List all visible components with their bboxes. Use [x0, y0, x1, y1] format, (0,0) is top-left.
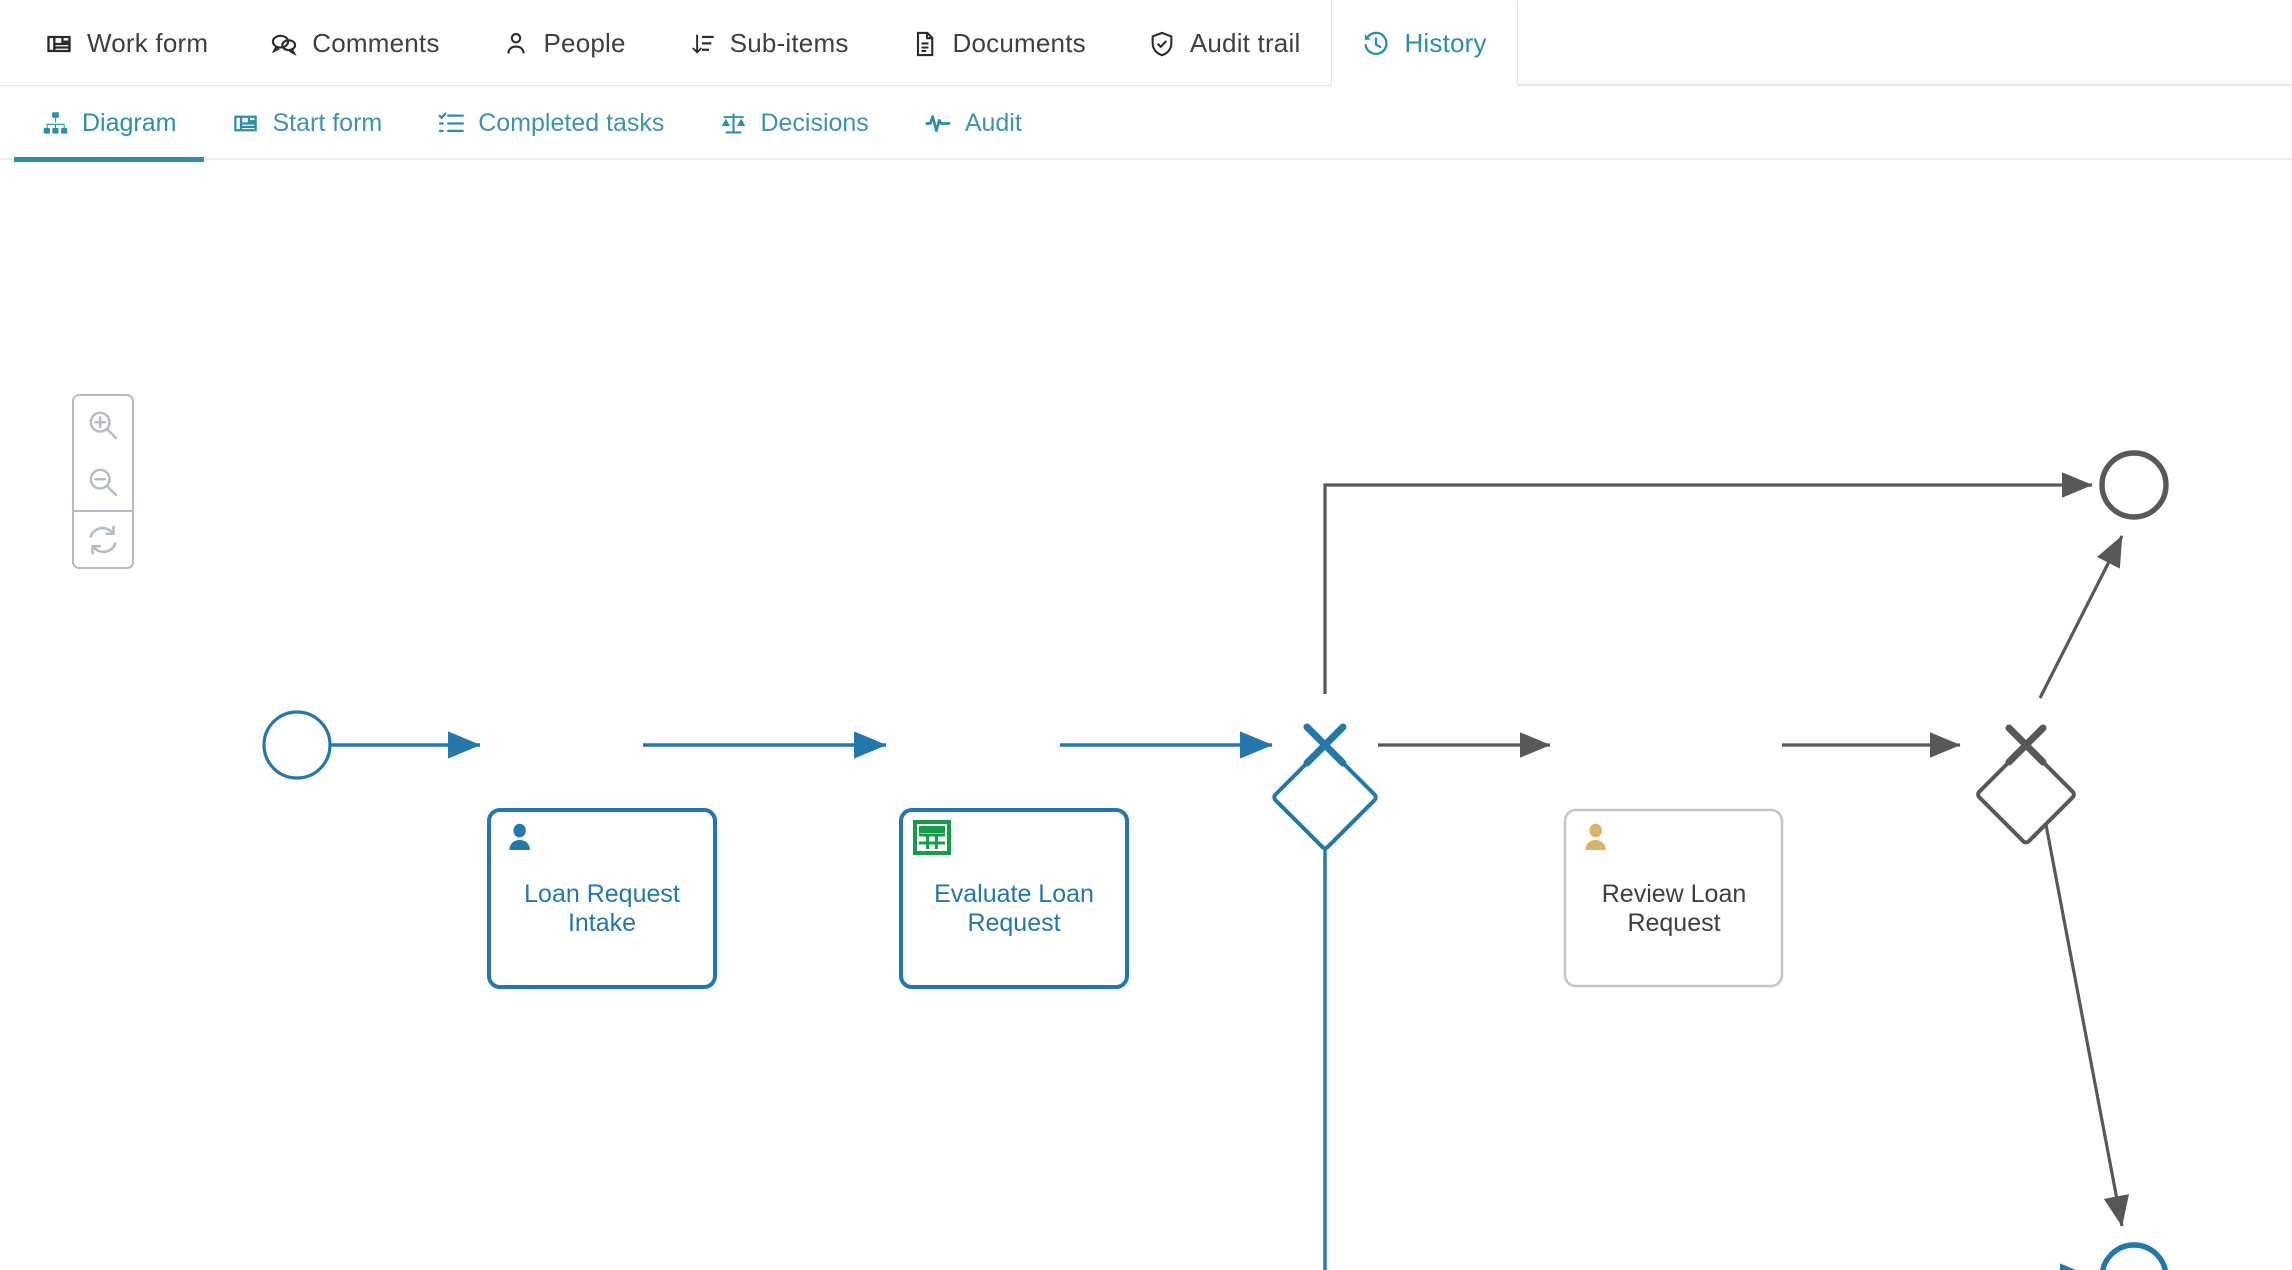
reset-view-button[interactable] [74, 510, 132, 567]
shield-check-icon [1148, 30, 1176, 58]
node-evaluate-loan-request[interactable]: Evaluate Loan Request [899, 808, 1129, 989]
node-label-line2: Request [967, 909, 1060, 937]
node-gateway-1[interactable] [1272, 723, 1378, 850]
subtab-diagram[interactable]: Diagram [14, 86, 205, 162]
node-label-line1: Loan Request [524, 880, 680, 908]
flow-gateway2-to-end-top[interactable] [2038, 535, 2124, 699]
node-end-event-top[interactable] [2099, 450, 2169, 520]
tab-people[interactable]: People [471, 0, 657, 86]
tab-label: Audit trail [1189, 28, 1301, 58]
node-label-line2: Request [1627, 909, 1720, 937]
flow-gateway1-to-end-bottom[interactable] [1323, 797, 2093, 1270]
subtab-label: Diagram [82, 108, 177, 137]
node-label-line1: Evaluate Loan [934, 880, 1094, 908]
subtab-decisions[interactable]: Decisions [692, 86, 896, 160]
zoom-controls [72, 394, 134, 569]
node-review-loan-request[interactable]: Review Loan Request [1563, 808, 1784, 988]
tab-work-form[interactable]: Work form [14, 0, 239, 86]
node-start-event[interactable] [262, 710, 332, 780]
history-clock-icon [1362, 30, 1390, 58]
tab-documents[interactable]: Documents [880, 0, 1117, 86]
tab-comments[interactable]: Comments [239, 0, 470, 86]
user-task-icon [1585, 823, 1606, 851]
people-icon [502, 30, 530, 58]
checklist-icon [438, 110, 465, 137]
user-task-icon [509, 823, 530, 851]
bpmn-diagram[interactable]: Loan Request Intake Evaluate Loan Reques… [0, 160, 2292, 1270]
sub-items-icon [688, 30, 716, 58]
subtab-label: Completed tasks [478, 108, 665, 137]
tab-label: Work form [87, 28, 209, 58]
work-form-icon [45, 30, 73, 58]
sitemap-icon [42, 110, 69, 137]
business-rule-icon [913, 820, 951, 855]
tab-bar-filler [1517, 0, 2292, 85]
flow-gateway2-to-end-bottom[interactable] [2038, 792, 2129, 1227]
node-loan-request-intake[interactable]: Loan Request Intake [487, 808, 717, 989]
secondary-tab-bar: Diagram Start form Completed tasks Decis… [0, 86, 2292, 162]
tab-label: Documents [952, 28, 1086, 58]
tab-label: History [1404, 28, 1487, 58]
documents-icon [911, 30, 939, 58]
tab-label: People [543, 28, 626, 58]
subtab-label: Audit [964, 108, 1022, 137]
flow-gateway1-to-end-top[interactable] [1323, 472, 2093, 694]
tab-sub-items[interactable]: Sub-items [657, 0, 880, 86]
zoom-in-button[interactable] [74, 396, 132, 453]
primary-tab-bar: Work form Comments People Sub-items Docu… [0, 0, 2292, 86]
zoom-out-button[interactable] [74, 453, 132, 510]
subtab-completed-tasks[interactable]: Completed tasks [410, 86, 692, 160]
node-label-line1: Review Loan [1602, 880, 1747, 908]
node-gateway-2[interactable] [1976, 724, 2076, 845]
tab-audit-trail[interactable]: Audit trail [1117, 0, 1332, 86]
tab-label: Comments [312, 28, 440, 58]
tab-label: Sub-items [729, 28, 849, 58]
diagram-canvas[interactable]: Loan Request Intake Evaluate Loan Reques… [0, 160, 2292, 1270]
scales-icon [720, 110, 747, 137]
comments-icon [270, 30, 298, 58]
form-icon [232, 110, 259, 137]
subtab-label: Decisions [760, 108, 869, 137]
subtab-audit[interactable]: Audit [897, 86, 1050, 160]
node-end-event-bottom[interactable] [2100, 1242, 2168, 1270]
subtab-label: Start form [272, 108, 383, 137]
node-label-line2: Intake [568, 909, 636, 937]
pulse-icon [925, 110, 952, 137]
tab-history[interactable]: History [1331, 0, 1518, 86]
subtab-start-form[interactable]: Start form [204, 86, 410, 160]
